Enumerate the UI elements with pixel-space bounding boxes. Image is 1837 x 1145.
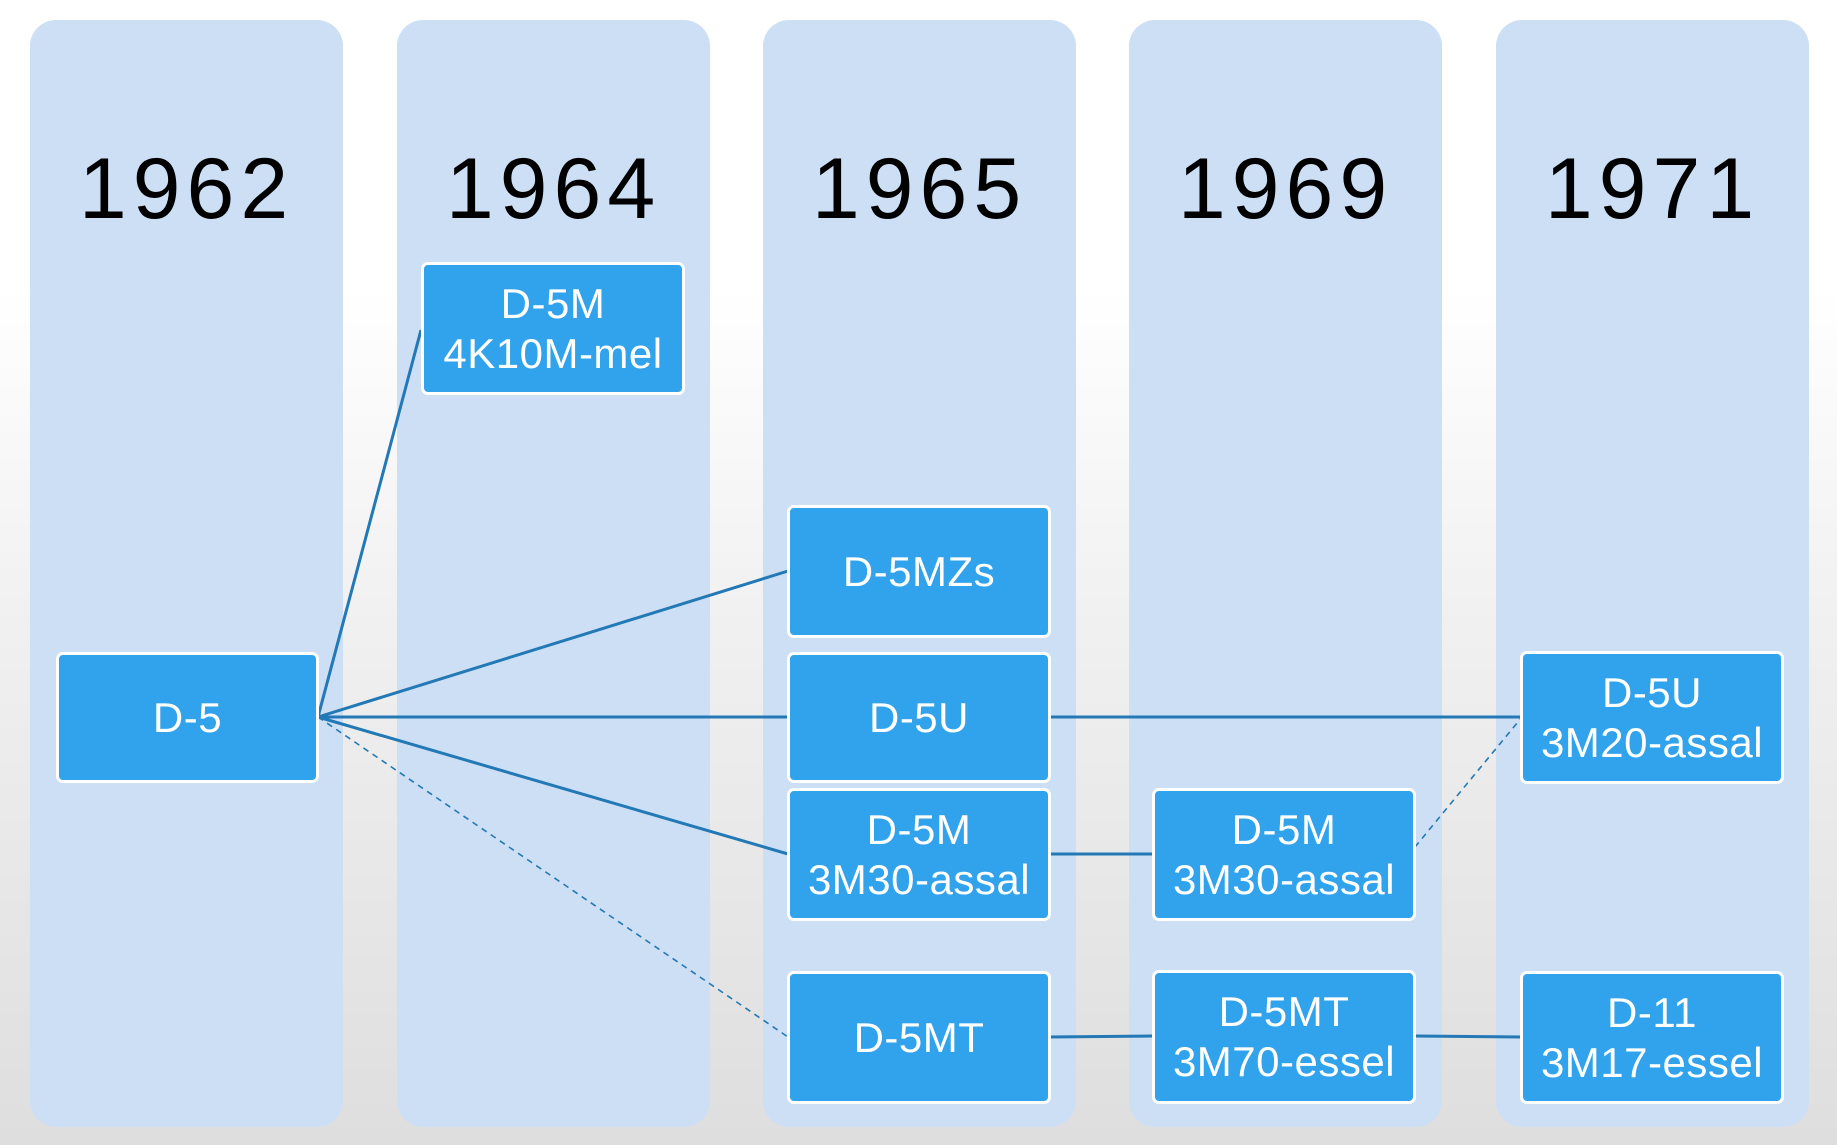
link-d5m-1969-to-d5u-1971 — [1414, 716, 1523, 848]
node-subtitle: 4K10M-mel — [443, 329, 663, 377]
year-label: 1964 — [445, 141, 662, 237]
node-d5u-1971: D-5U 3M20-assal — [1520, 651, 1784, 784]
node-title: D-5M — [1231, 805, 1337, 853]
node-subtitle: 3M20-assal — [1540, 718, 1764, 766]
link-d5-to-d5mt-1965 — [317, 716, 789, 1038]
node-d5u-1965: D-5U — [787, 652, 1051, 783]
node-d5m-1964: D-5M 4K10M-mel — [421, 262, 685, 395]
node-d5m-1965: D-5M 3M30-assal — [787, 788, 1051, 921]
year-column-1962: 1962 — [30, 20, 343, 1127]
node-subtitle: 3M30-assal — [807, 855, 1031, 903]
node-d5-1962: D-5 — [56, 652, 319, 783]
node-title: D-5U — [1601, 668, 1702, 716]
node-d11-1971: D-11 3M17-essel — [1520, 971, 1784, 1104]
year-label: 1962 — [78, 141, 295, 237]
node-title: D-5MT — [853, 1013, 985, 1061]
year-column-1971: 1971 — [1496, 20, 1809, 1127]
node-d5mzs-1965: D-5MZs — [787, 505, 1051, 638]
node-title: D-5MZs — [842, 547, 996, 595]
year-label: 1965 — [811, 141, 1028, 237]
link-d5-to-d5mzs — [317, 569, 789, 719]
node-subtitle: 3M70-essel — [1172, 1038, 1396, 1085]
node-d5m-1969: D-5M 3M30-assal — [1152, 788, 1416, 921]
node-title: D-5 — [152, 693, 223, 741]
link-d5-to-d5m-1965 — [317, 715, 789, 856]
year-column-1969: 1969 — [1129, 20, 1442, 1127]
node-title: D-5U — [868, 693, 969, 741]
node-subtitle: 3M17-essel — [1540, 1038, 1764, 1086]
node-d5mt-1965: D-5MT — [787, 971, 1051, 1104]
node-title: D-11 — [1607, 988, 1697, 1036]
year-label: 1969 — [1177, 141, 1394, 237]
node-d5mt-1969: D-5MT 3M70-essel — [1152, 970, 1416, 1104]
node-title: D-5MT — [1218, 988, 1350, 1035]
node-title: D-5M — [866, 805, 972, 853]
node-title: D-5M — [500, 279, 606, 327]
year-label: 1971 — [1544, 141, 1761, 237]
node-subtitle: 3M30-assal — [1172, 855, 1396, 903]
link-d5-to-d5m-1964 — [316, 329, 423, 718]
link-d5mt-1965-to-d5mt-1969 — [1047, 1034, 1154, 1039]
year-column-1964: 1964 — [397, 20, 710, 1127]
link-d5mt-1969-to-d11-1971 — [1414, 1034, 1523, 1039]
